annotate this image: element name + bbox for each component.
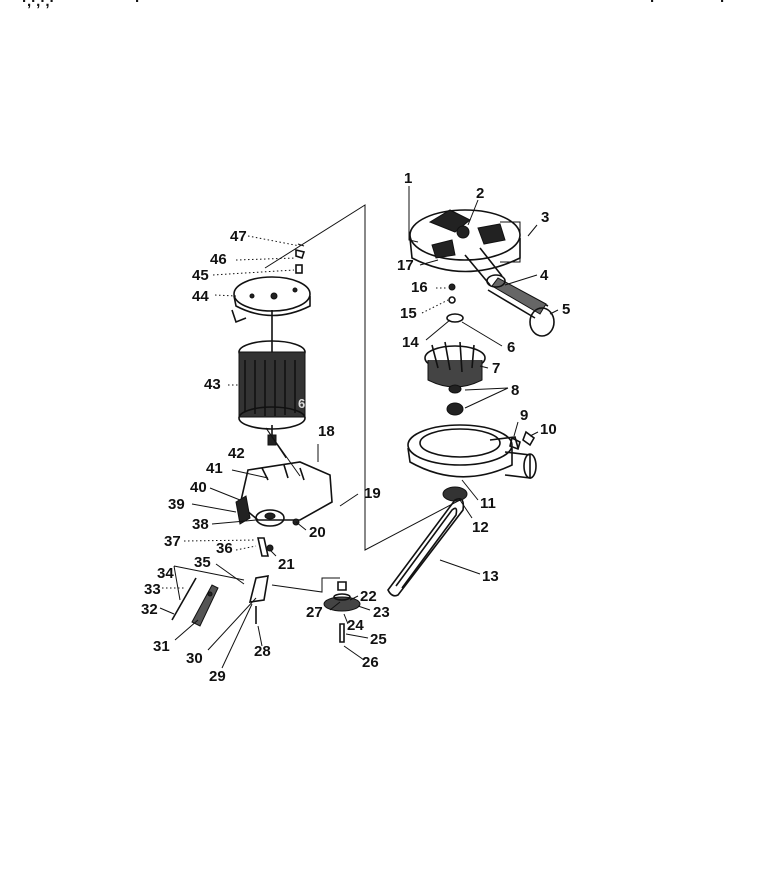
part-label-13: 13	[482, 568, 499, 585]
part-label-30: 30	[186, 650, 203, 667]
top-edge-marks: ·,·,·,· · · ·	[22, 0, 725, 10]
part-label-17: 17	[397, 257, 414, 274]
motor-body-part: 6	[238, 310, 306, 446]
top-mark-right2: ·	[720, 0, 725, 10]
part-labels: 1 2 3 4 5 6 7 8 9 10 11 12 13 14 15 16 1…	[141, 170, 570, 685]
part-label-10: 10	[540, 421, 557, 438]
motor-window-char: 6	[298, 396, 305, 411]
pump-base-part	[407, 424, 537, 479]
part-label-22: 22	[360, 588, 377, 605]
top-mark-left2: ·	[135, 0, 140, 10]
part-label-11: 11	[480, 495, 496, 512]
part-label-38: 38	[192, 516, 209, 533]
part-label-1: 1	[404, 170, 412, 187]
part-label-41: 41	[206, 460, 223, 477]
assembly-outline	[264, 204, 461, 551]
part-label-31: 31	[153, 638, 170, 655]
part-label-47: 47	[230, 228, 247, 245]
part-label-37: 37	[164, 533, 181, 550]
part-label-46: 46	[210, 251, 227, 268]
part-label-9: 9	[520, 407, 528, 424]
part-label-34: 34	[157, 565, 174, 582]
pump-cover-part	[409, 209, 521, 273]
part-label-33: 33	[144, 581, 161, 598]
part-label-39: 39	[168, 496, 185, 513]
part-label-44: 44	[192, 288, 209, 305]
drive-belt-part	[387, 497, 465, 597]
part-label-28: 28	[254, 643, 271, 660]
part-label-32: 32	[141, 601, 158, 618]
part-label-35: 35	[194, 554, 211, 571]
top-mark-left: ·,·,·,·	[22, 0, 54, 10]
top-mark-right: ·	[650, 0, 655, 10]
part-label-6: 6	[507, 339, 515, 356]
part-label-25: 25	[370, 631, 387, 648]
part-label-23: 23	[373, 604, 390, 621]
part-label-2: 2	[476, 185, 484, 202]
part-label-36: 36	[216, 540, 233, 557]
motor-end-bell-part	[231, 276, 311, 324]
part-label-24: 24	[347, 617, 364, 634]
part-label-16: 16	[411, 279, 428, 296]
part-label-4: 4	[540, 267, 549, 284]
part-label-21: 21	[278, 556, 295, 573]
part-label-40: 40	[190, 479, 207, 496]
part-label-26: 26	[362, 654, 379, 671]
part-label-18: 18	[318, 423, 335, 440]
part-label-3: 3	[541, 209, 549, 226]
part-label-29: 29	[209, 668, 226, 685]
part-label-42: 42	[228, 445, 245, 462]
motor-assembly: 6	[171, 243, 361, 643]
part-label-5: 5	[562, 301, 570, 318]
part-label-8: 8	[511, 382, 519, 399]
leader-lines	[159, 186, 559, 669]
part-label-45: 45	[192, 267, 209, 284]
impeller-part	[424, 341, 486, 388]
part-label-19: 19	[364, 485, 381, 502]
part-label-12: 12	[472, 519, 489, 536]
part-label-14: 14	[402, 334, 419, 351]
motor-bracket-part	[235, 461, 333, 526]
part-label-15: 15	[400, 305, 417, 322]
part-label-7: 7	[492, 360, 500, 377]
part-label-43: 43	[204, 376, 221, 393]
part-label-20: 20	[309, 524, 326, 541]
part-label-27: 27	[306, 604, 323, 621]
